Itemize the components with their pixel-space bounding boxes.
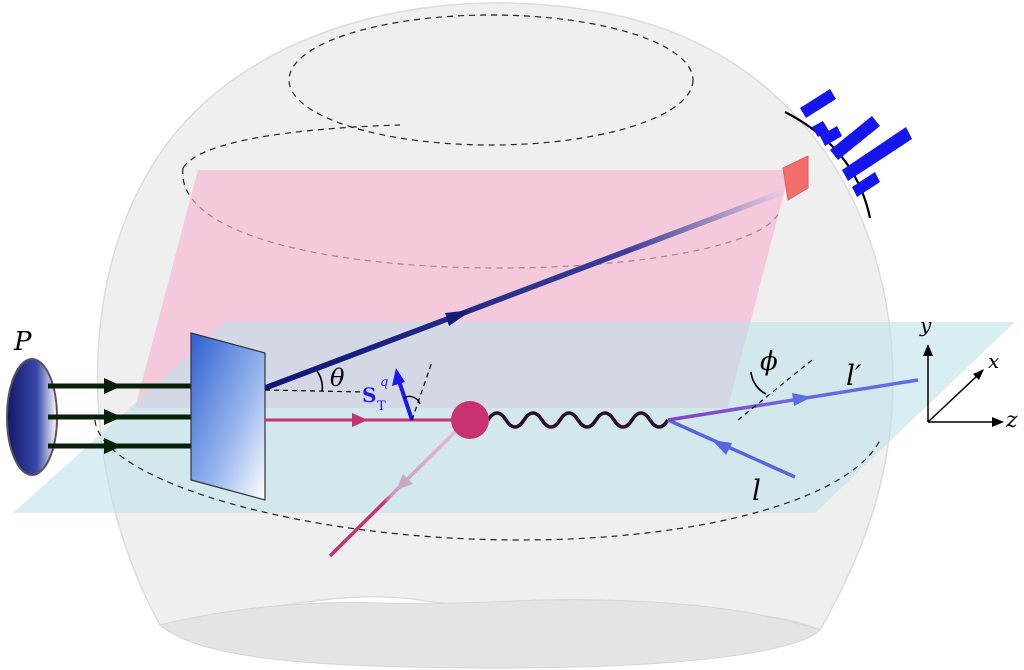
incoming-lepton-arrow	[712, 440, 732, 455]
virtual-photon	[486, 411, 670, 429]
incoming-lepton-label: l	[752, 474, 761, 507]
spin-label: S	[362, 383, 376, 407]
hadron-track-arrow	[445, 310, 472, 326]
spin-label-sub: T	[377, 399, 386, 414]
remnant-arrow	[396, 474, 413, 490]
beam-arrows	[104, 378, 122, 454]
sphere-bottom-wave	[158, 599, 821, 669]
hadron-track	[264, 189, 784, 391]
axis-y-label: y	[919, 313, 932, 337]
target-slab	[190, 332, 266, 501]
spin-label-sup: q	[380, 375, 388, 390]
interaction-vertex	[451, 401, 489, 439]
outgoing-lepton-label: l′	[846, 359, 862, 392]
incoming-lepton	[667, 418, 796, 479]
lower-dashed-circle	[94, 419, 881, 541]
spin-vector	[396, 377, 414, 421]
phi-dashed	[737, 359, 813, 421]
outgoing-lepton	[667, 378, 919, 422]
theta-label: θ	[330, 364, 345, 392]
axis-x-label: x	[988, 349, 999, 373]
phi-arc	[750, 371, 767, 395]
axis-arrowheads	[923, 344, 1004, 427]
spin-dashed	[411, 361, 433, 421]
axis-z-label: z	[1005, 408, 1018, 433]
top-dashed-circle	[288, 14, 694, 146]
spin-arrowhead	[392, 368, 405, 386]
detector-cell	[782, 155, 809, 201]
beam-label: P	[13, 327, 32, 357]
theta-arc	[316, 370, 324, 392]
outgoing-lepton-arrow	[792, 393, 812, 406]
spin-arc	[403, 395, 421, 405]
coordinate-axes	[927, 352, 996, 423]
beam-axis-dashed	[264, 389, 366, 393]
phi-label: ϕ	[760, 347, 778, 377]
upper-dashed-circle-back	[182, 124, 401, 169]
histogram-bars	[800, 89, 912, 197]
quark-arrow	[352, 413, 368, 427]
